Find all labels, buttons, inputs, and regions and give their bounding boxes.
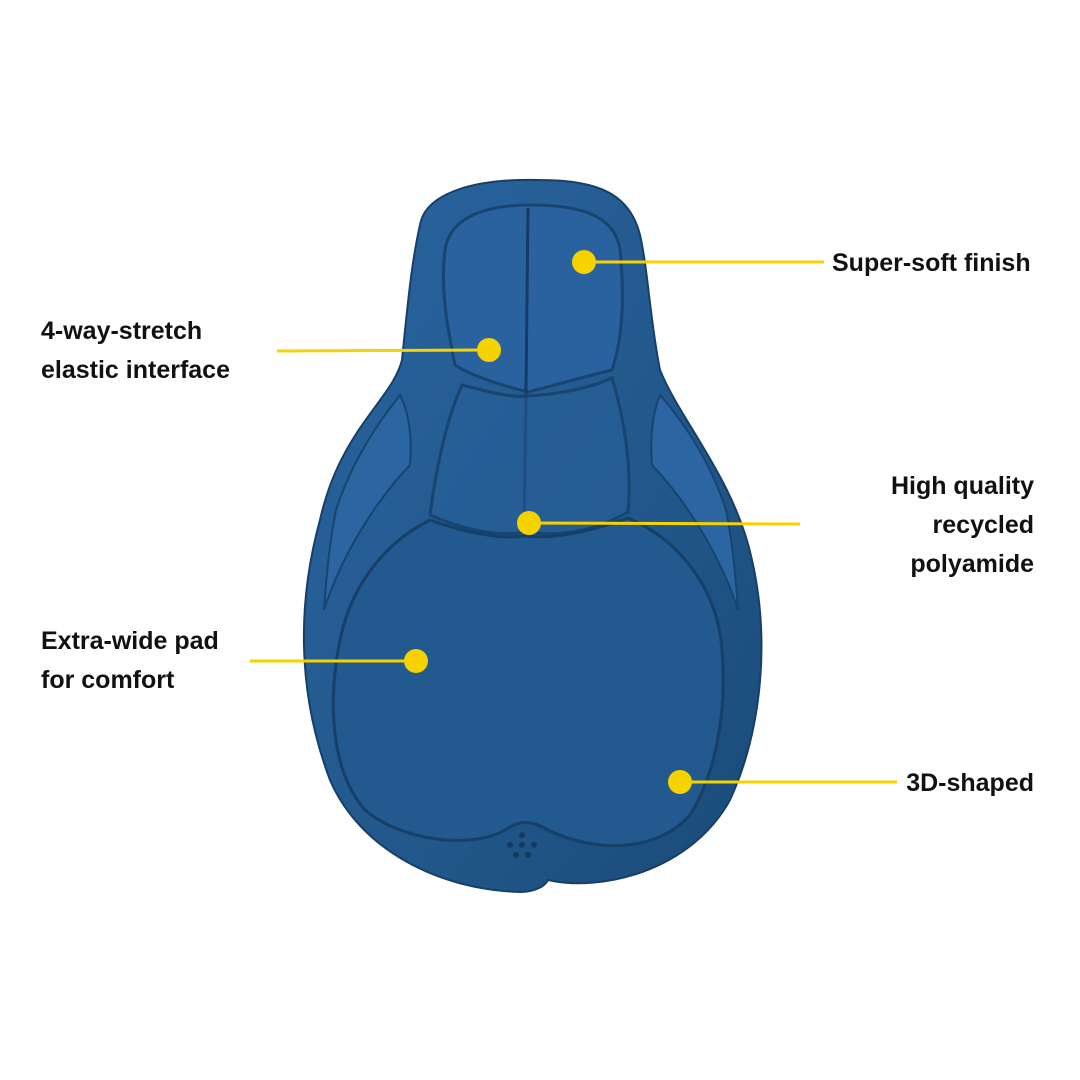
callout-dot-super-soft-finish (572, 250, 596, 274)
callout-line-four-way-stretch (276, 348, 490, 353)
pad-right-wing (650, 393, 739, 611)
pad-rear-panel (331, 516, 725, 848)
callout-label-three-d-shaped: 3D-shaped (906, 769, 1034, 797)
callout-dot-three-d-shaped (668, 770, 692, 794)
pad-left-wing (323, 393, 412, 611)
callout-dot-four-way-stretch (477, 338, 501, 362)
pad-front-panel (441, 203, 624, 394)
callout-label-super-soft-finish: Super-soft finish (832, 249, 1031, 277)
callout-label-extra-wide-pad: Extra-wide pad for comfort (41, 627, 219, 694)
callout-dot-extra-wide-pad (404, 649, 428, 673)
callout-label-four-way-stretch: 4-way-stretch elastic interface (41, 317, 230, 384)
pad-mid-panel (428, 375, 631, 536)
callout-layer (250, 250, 897, 794)
callout-dot-recycled-polyamide (517, 511, 541, 535)
callout-line-recycled-polyamide (528, 521, 801, 526)
pad-perforations (507, 832, 537, 858)
callout-label-recycled-polyamide: High quality recycled polyamide (890, 472, 1034, 578)
